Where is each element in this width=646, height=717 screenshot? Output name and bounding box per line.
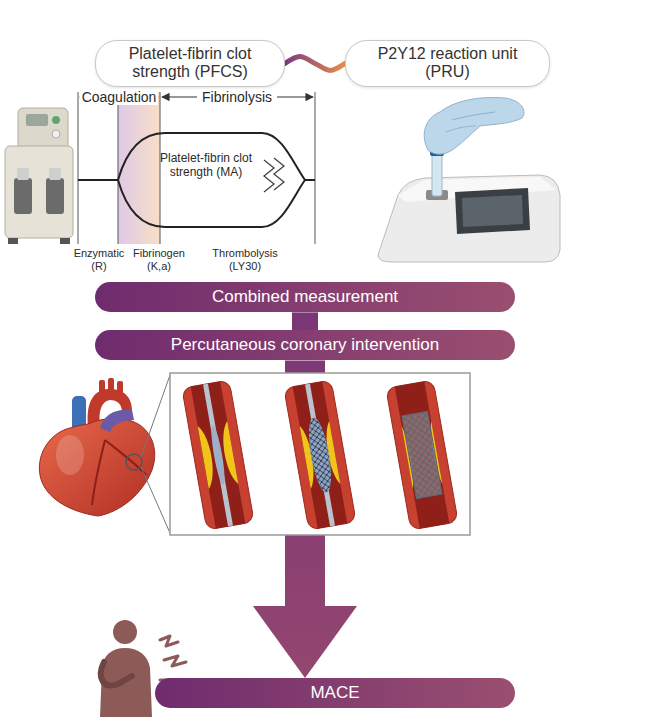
outcome-band: MACE — [155, 678, 515, 708]
heart-illustration — [39, 375, 170, 533]
teg-trace — [264, 158, 284, 192]
correlation-tilde — [285, 56, 345, 70]
node-text: P2Y12 reaction unit (PRU) — [356, 45, 539, 82]
verifynow-device — [378, 98, 560, 262]
teg-trace — [118, 92, 160, 244]
stent-inset — [284, 380, 356, 530]
verifynow-device — [455, 188, 530, 234]
axis-label: Platelet-fibrin clot strength (MA) — [152, 152, 260, 180]
verifynow-device — [462, 195, 523, 227]
stent-inset — [170, 373, 470, 535]
flow-bar — [305, 312, 306, 330]
teg-trace — [78, 92, 315, 244]
heart-illustration — [92, 440, 146, 505]
teg-analyzer — [14, 178, 32, 214]
teg-analyzer — [26, 114, 48, 126]
teg-analyzer — [52, 130, 60, 138]
arrow-head — [253, 606, 357, 678]
stent-inset — [209, 425, 227, 485]
axis-label: Fibrinogen (K,a) — [129, 247, 189, 272]
measure-pill: Platelet-fibrin clot strength (PFCS) — [95, 40, 285, 87]
teg-trace — [315, 92, 316, 244]
stent-inset — [284, 380, 356, 530]
stent-inset — [293, 381, 348, 528]
node-text: Percutaneous coronary intervention — [105, 335, 505, 355]
teg-analyzer — [17, 168, 29, 180]
teg-trace — [78, 179, 118, 181]
stent-inset — [305, 416, 336, 494]
node-text: MACE — [165, 683, 505, 703]
teg-analyzer — [46, 178, 64, 214]
stent-inset — [305, 384, 335, 527]
heart-illustration — [100, 410, 134, 432]
verifynow-device — [432, 150, 442, 196]
node-text: Combined measurement — [105, 287, 505, 307]
correlation-tilde — [285, 56, 345, 70]
teg-analyzer — [49, 168, 61, 180]
teg-analyzer — [8, 238, 18, 244]
teg-trace — [118, 104, 119, 244]
stent-inset — [402, 411, 442, 498]
teg-trace — [118, 133, 305, 180]
node-text: Platelet-fibrin clot strength (PFCS) — [106, 45, 274, 82]
chest-pain-figure — [100, 648, 152, 717]
teg-trace — [78, 92, 79, 244]
stent-inset — [395, 381, 450, 528]
stent-inset — [386, 380, 458, 530]
chest-pain-figure — [113, 620, 137, 644]
teg-trace — [305, 179, 315, 181]
stent-inset — [305, 416, 336, 494]
flow-bar — [292, 312, 318, 330]
verifynow-device — [378, 175, 560, 262]
axis-label: Enzymatic (R) — [70, 247, 128, 272]
axis-label: Fibrinolysis — [197, 89, 277, 105]
stent-inset — [402, 411, 442, 498]
stent-inset — [182, 380, 254, 530]
step-band: Combined measurement — [95, 282, 515, 312]
heart-illustration — [141, 375, 170, 457]
teg-analyzer — [18, 108, 68, 150]
axis-label: Thrombolysis (LY30) — [200, 247, 290, 272]
stent-inset — [170, 373, 470, 535]
stent-inset — [182, 380, 254, 530]
teg-analyzer — [60, 238, 70, 244]
teg-analyzer — [5, 146, 73, 238]
stent-inset — [191, 381, 246, 528]
step-band: Percutaneous coronary intervention — [95, 330, 515, 360]
measure-pill: P2Y12 reaction unit (PRU) — [345, 40, 550, 87]
chest-pain-figure — [101, 662, 132, 686]
heart-illustration — [141, 467, 170, 533]
verifynow-device — [446, 112, 495, 132]
heart-illustration — [39, 418, 154, 516]
stent-inset — [203, 384, 233, 527]
stent-inset — [386, 380, 458, 530]
heart-illustration — [126, 454, 142, 470]
teg-trace — [160, 92, 161, 244]
axis-label: Coagulation — [80, 89, 158, 105]
teg-analyzer — [52, 116, 60, 124]
heart-illustration — [56, 435, 84, 475]
verifynow-device — [424, 98, 524, 155]
teg-analyzer — [5, 108, 73, 244]
